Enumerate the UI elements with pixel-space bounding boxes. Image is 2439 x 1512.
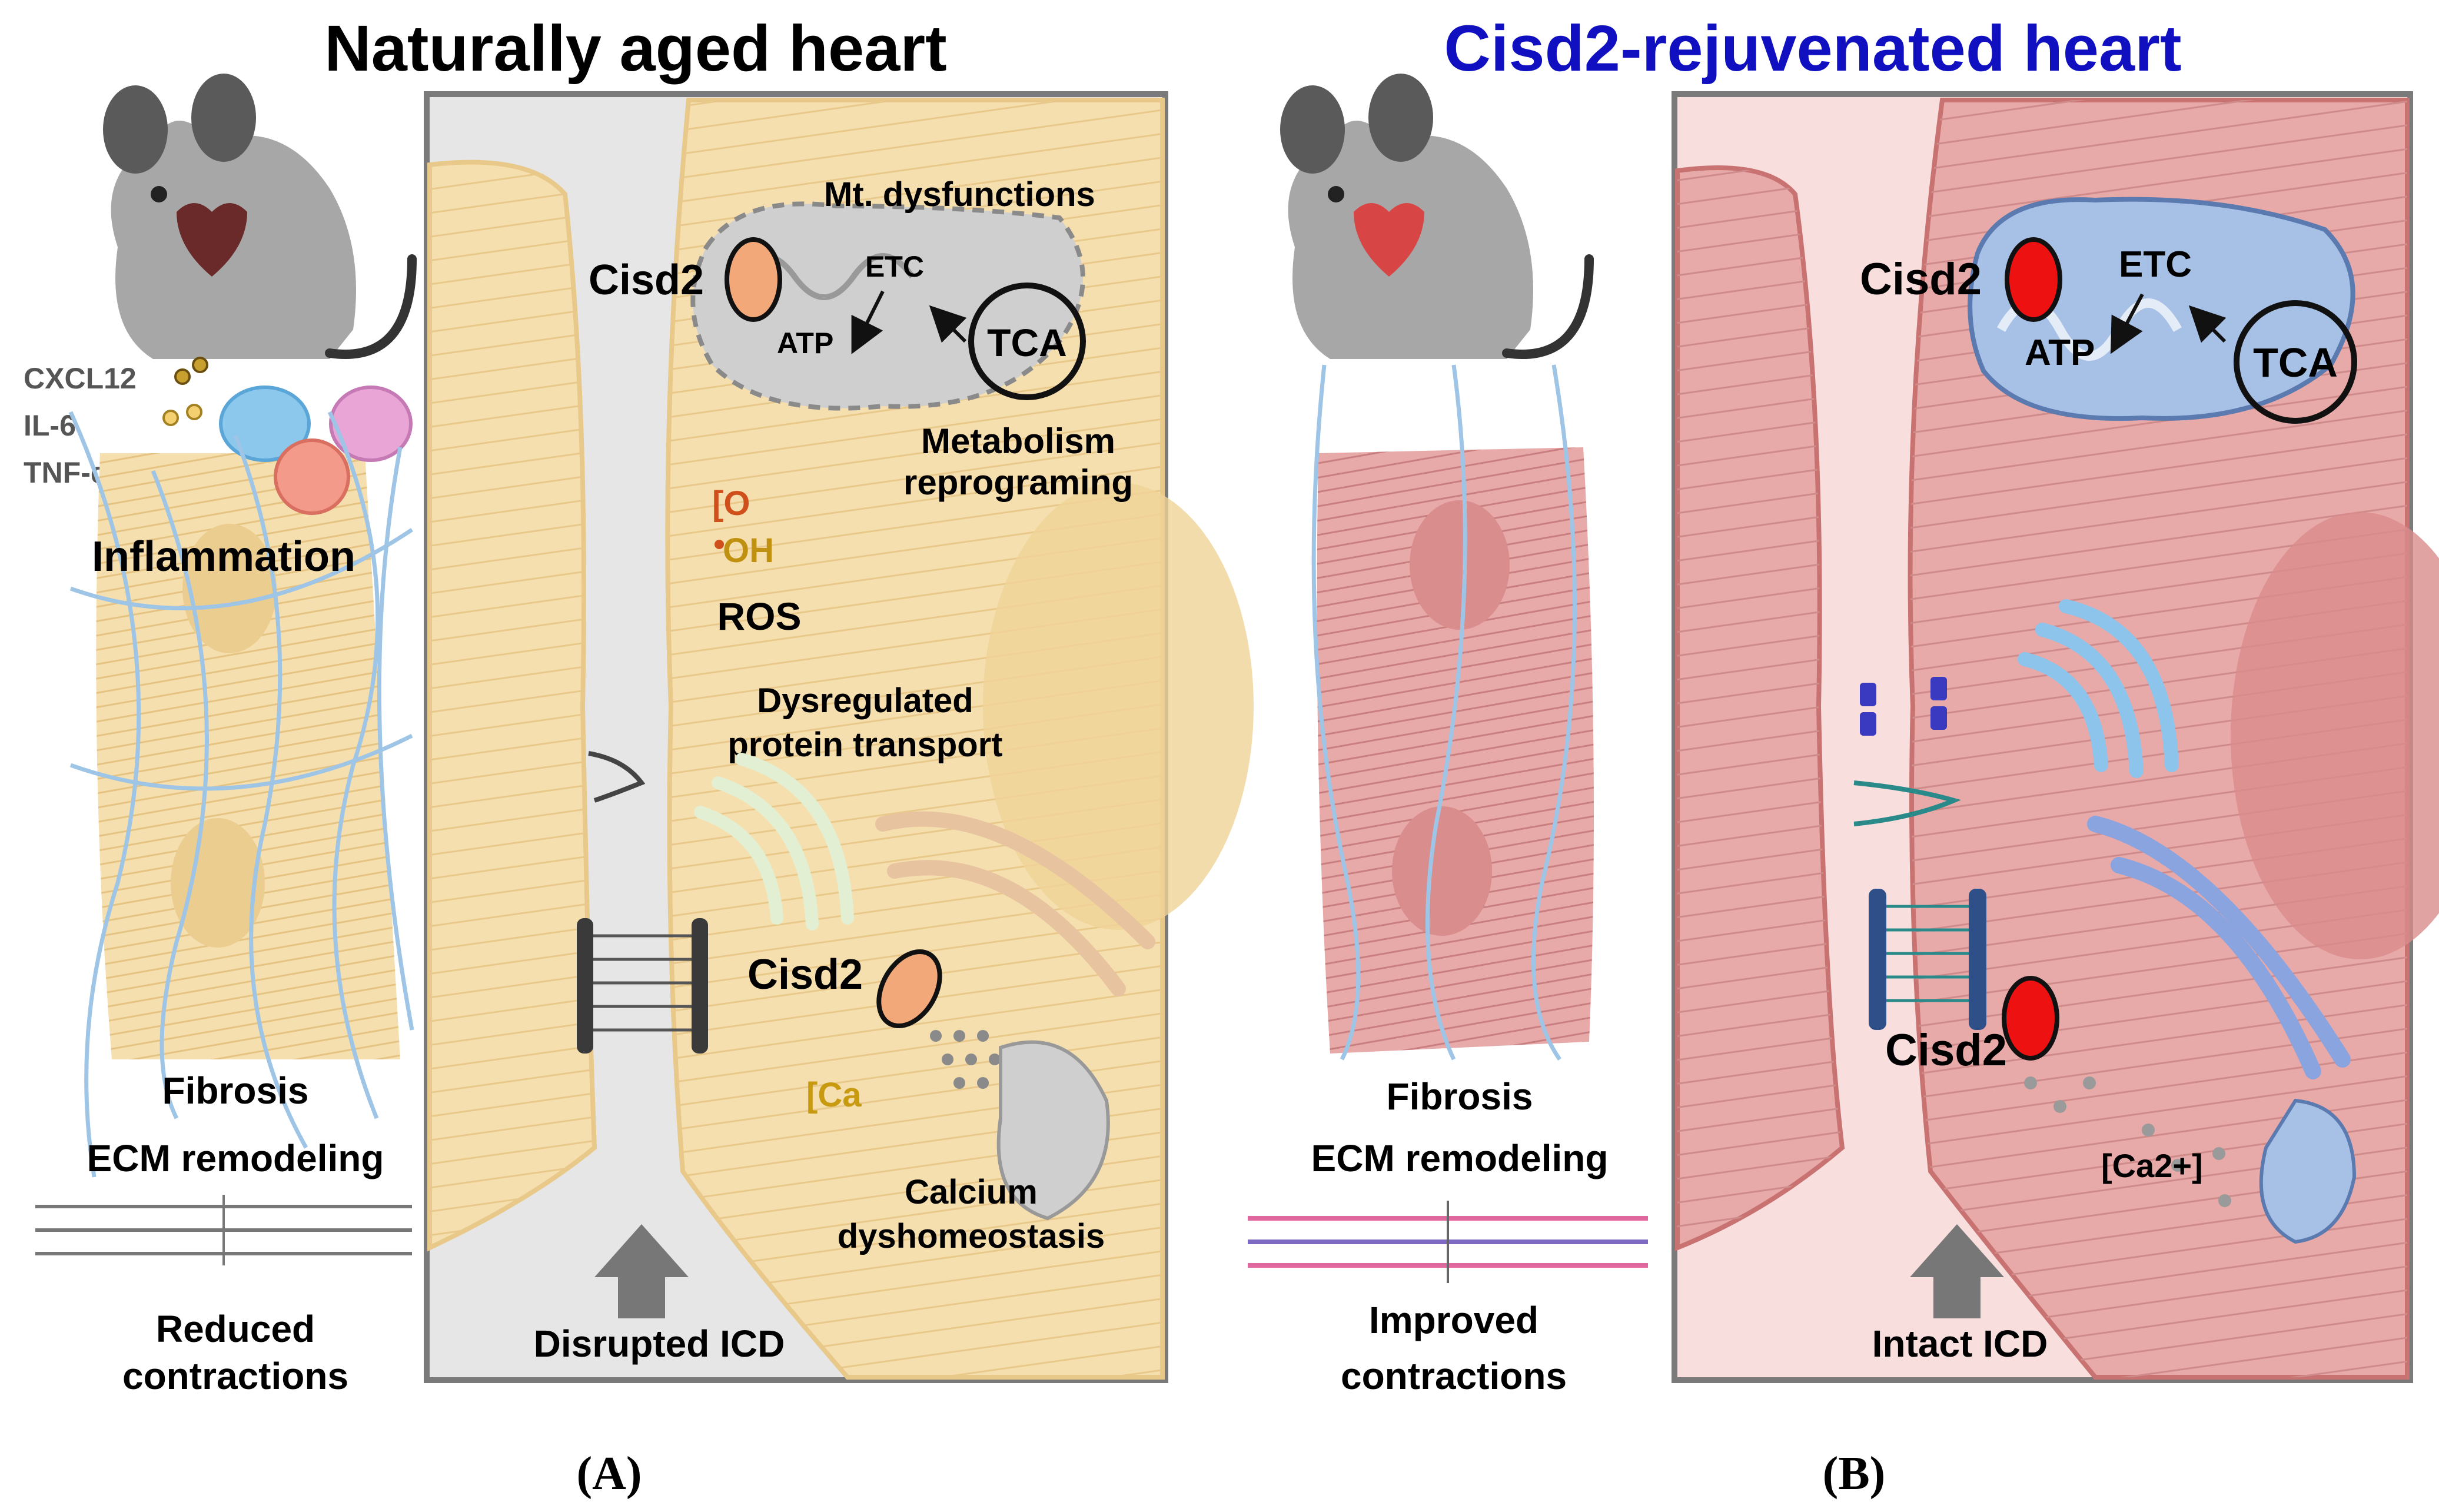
cytokine-label-il6: IL-6 <box>24 409 76 442</box>
mitochondrion-young-low <box>2259 1098 2357 1244</box>
calcium-dyshomeostasis-label-1: Calcium <box>905 1173 1038 1211</box>
panel-b-letter: (B) <box>1823 1448 1886 1500</box>
icd-arrow-a <box>594 1224 689 1318</box>
protein-transport-label-2: protein transport <box>727 726 1002 764</box>
immune-cells <box>219 386 413 515</box>
young-cardiomyocyte <box>1317 447 1594 1054</box>
icd-junction-aged <box>577 751 708 1054</box>
contractions-label-b-2: contractions <box>1341 1355 1567 1397</box>
contractions-label-b-1: Improved <box>1369 1299 1539 1341</box>
cisd2-label-aged-mid: Cisd2 <box>747 951 863 998</box>
contractions-label-a-2: contractions <box>122 1355 348 1397</box>
ecm-label-b: ECM remodeling <box>1311 1137 1609 1179</box>
cisd2-label-young-low: Cisd2 <box>1885 1025 2007 1075</box>
calcium-dots-young <box>2024 1076 2231 1207</box>
etc-label-a: ETC <box>865 250 924 283</box>
ros-oh-label: OH <box>723 531 774 570</box>
vessels-b <box>1311 364 1577 1061</box>
calcium-label-young: [Ca2+] <box>2101 1147 2203 1184</box>
er-young <box>2087 816 2351 1079</box>
mt-dysfunctions-label: Mt. dysfunctions <box>824 175 1095 214</box>
ecm-fibers-a <box>35 1195 412 1265</box>
aged-cardiomyocyte <box>96 453 401 1059</box>
atp-label-b: ATP <box>2025 333 2095 373</box>
protein-transport-label-1: Dysregulated <box>757 682 973 720</box>
calcium-label-aged: [Ca <box>806 1076 862 1114</box>
icd-arrow-b <box>1910 1224 2004 1318</box>
panel-a-title: Naturally aged heart <box>324 12 947 85</box>
tca-etc-arrow-b <box>2188 305 2227 343</box>
young-heart-icon <box>1354 203 1424 277</box>
er-aged <box>875 811 1155 996</box>
cisd2-label-young-top: Cisd2 <box>1860 254 1982 304</box>
atp-label-a: ATP <box>777 327 833 360</box>
young-mouse-icon <box>1280 74 1594 359</box>
cytokine-label-cxcl12: CXCL12 <box>24 362 137 395</box>
tca-label-a: TCA <box>987 321 1067 364</box>
aged-mouse-icon <box>103 74 417 359</box>
metabolism-label-2: reprograming <box>903 463 1133 502</box>
fibrosis-label-a: Fibrosis <box>162 1069 309 1112</box>
etc-atp-arrow-a <box>851 290 885 354</box>
cisd2-protein-young-low <box>2002 976 2059 1061</box>
calcium-dots-aged <box>930 1030 1001 1089</box>
golgi-young <box>2018 599 2179 778</box>
metabolism-label-1: Metabolism <box>921 421 1115 461</box>
golgi-aged <box>694 753 854 931</box>
radical-dot <box>715 540 724 549</box>
cisd2-protein-young-top <box>2005 237 2062 322</box>
cisd2-protein-aged-mid <box>876 949 942 1029</box>
ros-label: ROS <box>717 594 801 638</box>
ecm-label-a: ECM remodeling <box>87 1137 384 1179</box>
ecm-fibers-b <box>1248 1201 1648 1283</box>
panel-b: Cisd2-rejuvenated heart Fibrosis ECM rem… <box>1248 12 2439 1500</box>
inflammation-label: Inflammation <box>92 533 355 580</box>
etc-label-b: ETC <box>2119 244 2192 285</box>
cisd2-label-aged-top: Cisd2 <box>589 257 704 304</box>
panel-b-title: Cisd2-rejuvenated heart <box>1444 12 2181 85</box>
fibrosis-vessels-a <box>68 411 414 1178</box>
icd-junction-young <box>1853 677 1986 1030</box>
contractions-label-a-1: Reduced <box>156 1308 315 1350</box>
mitochondrion-aged-low <box>996 1040 1110 1221</box>
icd-label-b: Intact ICD <box>1872 1322 2048 1365</box>
etc-atp-arrow-b <box>2110 293 2144 354</box>
calcium-dyshomeostasis-label-2: dyshomeostasis <box>838 1217 1105 1255</box>
ros-o2-label: [O <box>712 484 750 523</box>
tca-etc-arrow-a <box>929 305 967 343</box>
mitochondrion-young <box>1968 197 2355 421</box>
cisd2-protein-aged-top <box>725 237 782 322</box>
icd-label-a: Disrupted ICD <box>534 1322 785 1365</box>
aged-heart-icon <box>177 203 247 277</box>
panel-a-letter: (A) <box>576 1448 642 1500</box>
panel-a: Naturally aged heart CXCL12 IL-6 TNF-α <box>24 12 1254 1500</box>
tca-cycle-b <box>2234 300 2357 424</box>
tca-label-b: TCA <box>2253 340 2338 386</box>
fibrosis-label-b: Fibrosis <box>1387 1075 1533 1118</box>
tca-cycle-a <box>968 283 1086 400</box>
